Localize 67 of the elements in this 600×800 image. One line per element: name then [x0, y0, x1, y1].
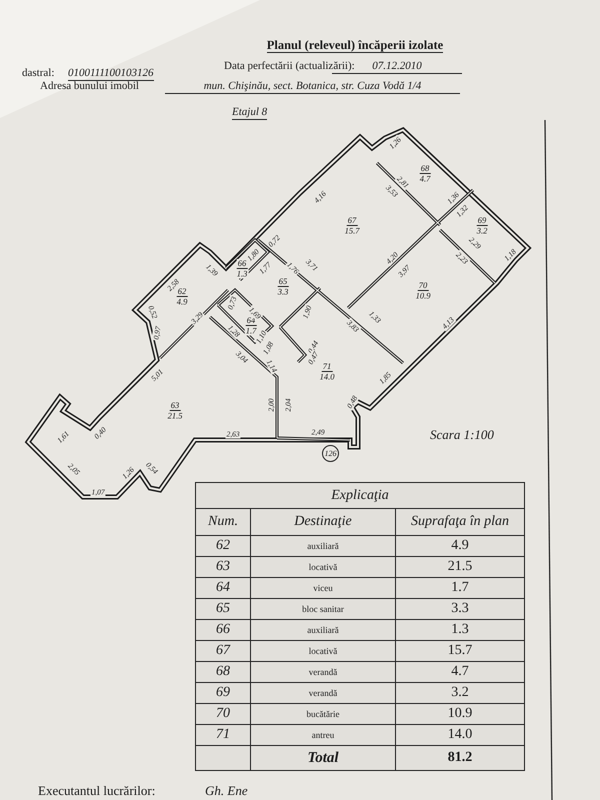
room-area: 4.7 [418, 174, 432, 184]
table-cell: 4.7 [396, 661, 524, 682]
room-number: 69 [476, 216, 488, 226]
table-cell: 10.9 [396, 703, 524, 724]
scale-label: Scara 1:100 [430, 427, 494, 443]
address-value: mun. Chişinău, sect. Botanica, str. Cuza Vodă 1/4 [165, 80, 460, 94]
table-cell: bloc sanitar [251, 598, 396, 619]
room-area: 15.7 [344, 226, 360, 236]
room-number: 62 [176, 287, 188, 297]
room-number: 70 [418, 281, 428, 291]
room-number: 68 [420, 164, 430, 174]
table-cell: 68 [196, 661, 251, 682]
table-cell: 4.9 [396, 535, 524, 556]
table-cell: bucătărie [251, 703, 396, 724]
field-label: dastral: [22, 67, 54, 80]
table-cell: auxiliară [251, 535, 396, 556]
column-header: Num. [196, 508, 251, 535]
room-area: 10.9 [414, 292, 432, 300]
circled-number: 126 [322, 445, 339, 462]
room-area: 1.7 [244, 326, 258, 336]
cadastral-number: 0100111100103126 [68, 67, 154, 81]
table-cell: locativă [251, 640, 396, 661]
field-label: Adresa bunului imobil [40, 80, 139, 93]
table-cell: 1.3 [396, 619, 524, 640]
table-cell: 65 [196, 598, 251, 619]
table-cell: 71 [196, 724, 251, 745]
table-cell: 62 [196, 535, 251, 556]
room-number: 64 [246, 316, 256, 326]
floor-label: Etajul 8 [232, 106, 268, 120]
table-cell: 3.2 [396, 682, 524, 703]
table-cell: 69 [196, 682, 251, 703]
table-cell: 63 [196, 556, 251, 577]
table-cell: 14.0 [396, 724, 524, 745]
room-area: 1.3 [236, 270, 248, 278]
table-cell: verandă [251, 682, 396, 703]
table-cell: 70 [196, 703, 251, 724]
total-label: Total [251, 745, 396, 770]
document-title: Planul (releveul) încăperii izolate [266, 38, 444, 53]
table-cell: viceu [251, 577, 396, 598]
table-cell: auxiliară [251, 619, 396, 640]
table-cell: 15.7 [396, 640, 524, 661]
room-area: 3.3 [276, 288, 290, 296]
table-cell: 64 [196, 577, 251, 598]
table-cell: antreu [251, 724, 396, 745]
table-cell: locativă [251, 556, 396, 577]
room-number: 67 [346, 216, 358, 226]
column-header: Destinaţie [251, 508, 396, 535]
table-cell: 21.5 [396, 556, 524, 577]
room-number: 65 [278, 277, 288, 287]
executor-label: Executantul lucrărilor: [38, 784, 156, 797]
table-cell: verandă [251, 661, 396, 682]
room-number: 66 [236, 259, 248, 269]
table-cell: 1.7 [396, 577, 524, 598]
room-area: 14.0 [318, 372, 336, 382]
table-cell: 67 [196, 640, 251, 661]
room-area: 3.2 [476, 226, 488, 236]
executor-name: Gh. Ene [205, 784, 248, 797]
room-number: 71 [322, 362, 332, 372]
room-number: 63 [170, 401, 180, 411]
table-heading: Explicaţia [330, 486, 390, 504]
room-area: 21.5 [166, 412, 184, 420]
total-value: 81.2 [396, 745, 524, 770]
table-cell: 66 [196, 619, 251, 640]
room-area: 4.9 [176, 298, 188, 306]
table-cell: 3.3 [396, 598, 524, 619]
date-label: Data perfectării (actualizării): [224, 60, 355, 73]
column-header: Suprafaţa în plan [396, 508, 524, 535]
